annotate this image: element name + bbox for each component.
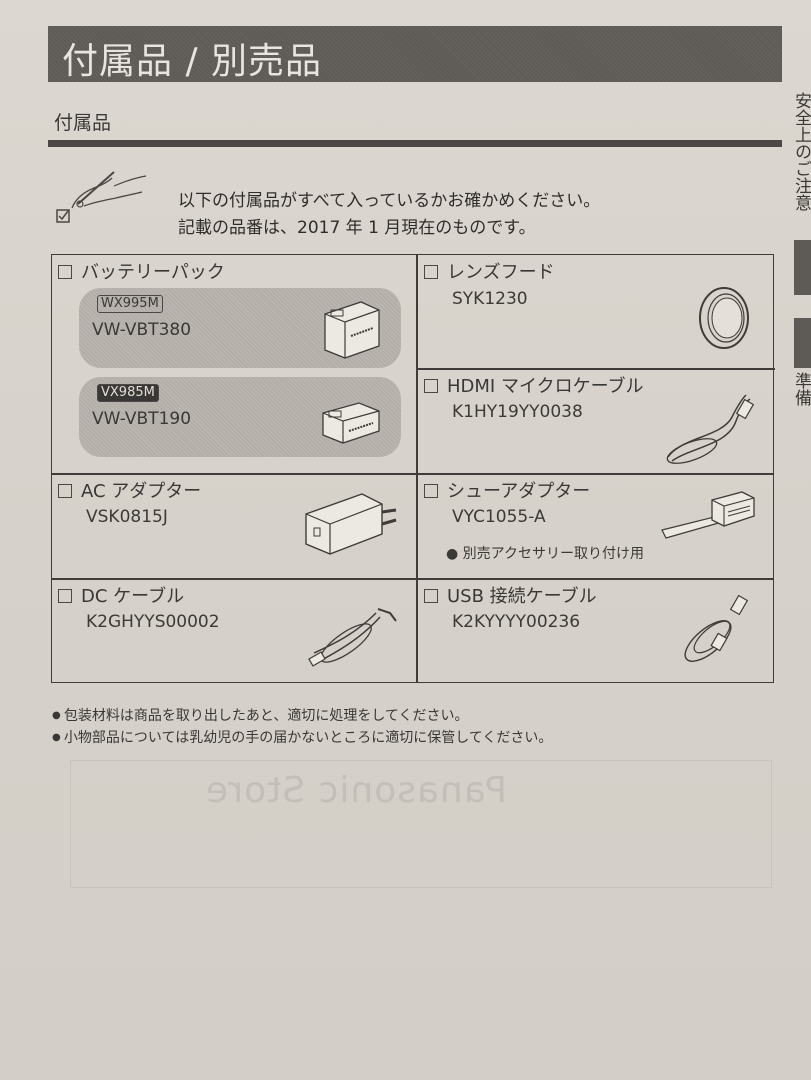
side-tab-marker <box>794 240 811 295</box>
footnote-2: 小物部品については乳幼児の手の届かないところに適切に保管してください。 <box>52 727 552 749</box>
accessories-table: バッテリーパック WX995M VW-VBT380 VX985M VW-VBT1… <box>51 254 775 684</box>
shoe-adapter-icon <box>661 491 755 539</box>
page-title: 付属品 / 別売品 <box>62 41 323 82</box>
accessory-dc-cable: DC ケーブル K2GHYYS00002 <box>52 579 416 684</box>
page-title-bar: 付属品 / 別売品 <box>48 26 782 82</box>
table-divider <box>52 578 773 580</box>
model-tag-vx985m: VX985M <box>97 384 159 402</box>
shoe-adapter-label: シューアダプター <box>447 481 591 502</box>
lens-hood-code: SYK1230 <box>452 289 528 309</box>
battery-code-1: VW-VBT380 <box>92 320 192 340</box>
usb-cable-checkbox[interactable] <box>424 589 438 603</box>
usb-cable-icon <box>684 594 749 662</box>
shoe-adapter-note-text: 別売アクセサリー取り付け用 <box>462 546 644 562</box>
table-divider-vertical <box>416 255 418 682</box>
accessory-hdmi-cable: HDMI マイクロケーブル K1HY19YY0038 <box>418 369 775 473</box>
accessory-ac-adapter: AC アダプター VSK0815J <box>52 474 416 578</box>
side-tab-marker-active <box>794 318 811 368</box>
intro-line-1: 以下の付属品がすべて入っているかお確かめください。 <box>178 191 601 211</box>
accessory-usb-cable: USB 接続ケーブル K2KYYYY00236 <box>418 579 775 684</box>
show-through-box <box>70 760 772 888</box>
battery-label: バッテリーパック <box>81 262 225 283</box>
lens-hood-icon <box>699 287 749 349</box>
battery-code-2: VW-VBT190 <box>92 409 192 429</box>
accessory-battery-pack: バッテリーパック WX995M VW-VBT380 VX985M VW-VBT1… <box>52 255 416 473</box>
dc-cable-code: K2GHYYS00002 <box>86 612 220 632</box>
ac-adapter-checkbox[interactable] <box>58 484 72 498</box>
section-title: 付属品 <box>54 112 112 134</box>
hdmi-cable-icon <box>666 394 755 464</box>
accessory-shoe-adapter: シューアダプター VYC1055-A ● 別売アクセサリー取り付け用 <box>418 474 775 578</box>
ac-adapter-label: AC アダプター <box>81 481 202 502</box>
side-tab-preparation[interactable]: 準備 <box>791 372 811 406</box>
battery-checkbox[interactable] <box>58 265 72 279</box>
table-divider <box>416 368 775 370</box>
footnote-1: 包装材料は商品を取り出したあと、適切に処理をしてください。 <box>52 705 552 727</box>
hdmi-label: HDMI マイクロケーブル <box>447 376 644 397</box>
intro-line-2: 記載の品番は、2017 年 1 月現在のものです。 <box>178 218 536 238</box>
model-tag-wx995m: WX995M <box>97 295 163 313</box>
small-battery-icon <box>322 402 380 444</box>
ac-adapter-code: VSK0815J <box>86 507 168 527</box>
shoe-adapter-checkbox[interactable] <box>424 484 438 498</box>
battery-variant-1: WX995M VW-VBT380 <box>79 288 401 368</box>
accessory-lens-hood: レンズフード SYK1230 <box>418 255 775 368</box>
dc-cable-checkbox[interactable] <box>58 589 72 603</box>
ac-adapter-icon <box>305 493 397 555</box>
table-divider <box>52 473 773 475</box>
usb-cable-code: K2KYYYY00236 <box>452 612 581 632</box>
side-tab-safety[interactable]: 安全上のご注意 <box>791 92 811 211</box>
lens-hood-checkbox[interactable] <box>424 265 438 279</box>
large-battery-icon <box>324 301 380 359</box>
shoe-adapter-note: ● 別売アクセサリー取り付け用 <box>446 546 644 562</box>
hand-pen-checkbox-icon <box>56 171 147 223</box>
show-through-text: Panasonic Store <box>205 770 508 811</box>
footnotes: 包装材料は商品を取り出したあと、適切に処理をしてください。 小物部品については乳… <box>52 705 552 749</box>
dc-cable-label: DC ケーブル <box>81 586 185 607</box>
lens-hood-label: レンズフード <box>447 262 555 283</box>
battery-variant-2: VX985M VW-VBT190 <box>79 377 401 457</box>
usb-cable-label: USB 接続ケーブル <box>447 586 597 607</box>
hdmi-code: K1HY19YY0038 <box>452 402 583 422</box>
dc-cable-icon <box>308 608 397 667</box>
intro-text: 以下の付属品がすべて入っているかお確かめください。 記載の品番は、2017 年 … <box>178 188 600 242</box>
section-divider <box>48 140 782 147</box>
shoe-adapter-code: VYC1055-A <box>452 507 546 527</box>
hdmi-checkbox[interactable] <box>424 379 438 393</box>
